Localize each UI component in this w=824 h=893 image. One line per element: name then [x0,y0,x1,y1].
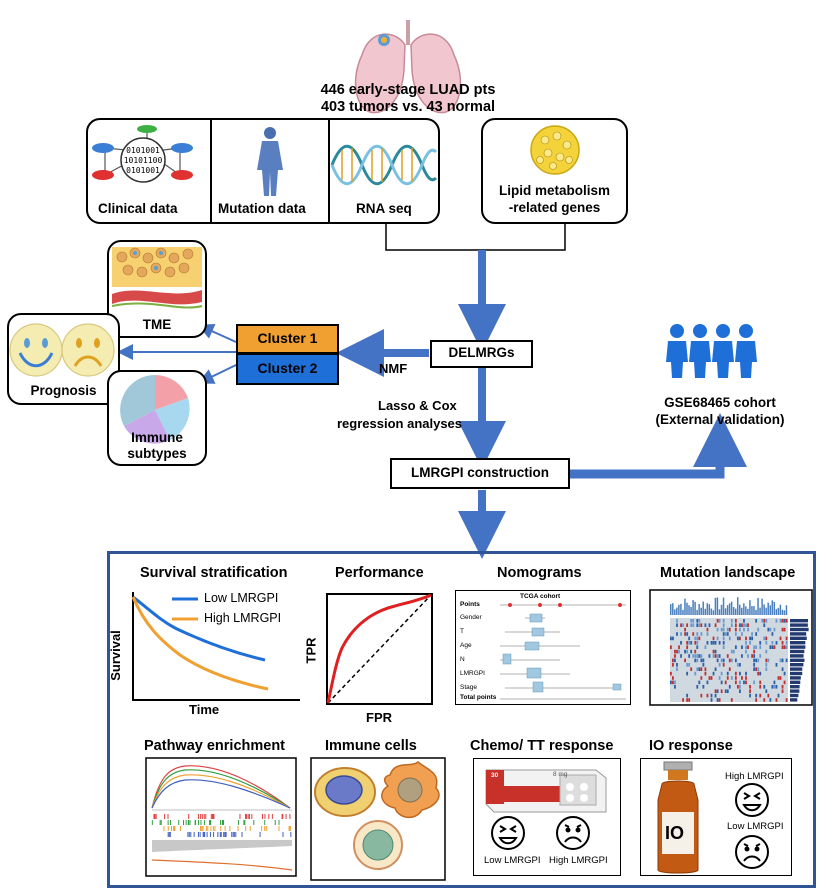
gse-label-1: GSE68465 cohort [664,395,776,410]
cohort-line-1: 446 early-stage LUAD pts [320,82,496,98]
binary-line: 0101001 [126,166,160,175]
io-low-label: Low LMRGPI [727,821,784,832]
nomogram-box [455,590,631,705]
io-high-label: High LMRGPI [725,771,784,782]
lmrgpi-box [390,458,570,489]
nomogram-row-label: Points [460,601,480,608]
survival-title: Survival stratification [140,565,288,581]
lipid-label-1: Lipid metabolism [498,183,610,198]
cluster-2-label: Cluster 2 [257,360,318,376]
mutation-title: Mutation landscape [660,565,796,581]
nomogram-row-label: Age [460,642,472,649]
nomograms-title: Nomograms [497,565,582,581]
survival-y-label: Survival [107,630,123,681]
mutation-data-label: Mutation data [218,201,306,216]
nomogram-row-label: T [460,628,464,635]
io-title: IO response [649,738,733,754]
nomogram-row-label: LMRGPI [460,670,485,677]
survival-legend-high: High LMRGPI [204,611,282,625]
binary-line: 0101001 [126,146,160,155]
tpr-label: TPR [303,637,319,664]
tme-label: TME [142,317,172,332]
nomogram-row-label: N [460,656,465,663]
lmrgpi-label: LMRGPI construction [411,465,549,480]
pathway-title: Pathway enrichment [144,738,286,754]
results-frame [107,551,816,888]
lasso-label-1: Lasso & Cox [378,398,457,413]
lasso-label-2: regression analyses [337,416,463,431]
chemo-title: Chemo/ TT response [470,738,614,754]
chemo-high-label: High LMRGPI [549,855,608,866]
lipid-label-2: -related genes [508,200,601,215]
immune-cells-title: Immune cells [325,738,417,754]
roc-box [326,593,433,705]
fpr-label: FPR [366,710,392,725]
immune-subtypes-label-1: Immune [131,430,183,445]
io-vial-label: IO [665,823,685,843]
survival-legend-low: Low LMRGPI [204,591,279,605]
delmrgs-label: DELMRGs [448,345,515,360]
delmrgs-box [430,340,533,368]
cluster-2-box [236,353,339,385]
cluster-1-label: Cluster 1 [257,330,318,346]
nmf-label: NMF [379,361,408,376]
survival-x-label: Time [189,702,220,717]
rnaseq-label: RNA seq [356,201,412,216]
cohort-line-2: 403 tumors vs. 43 normal [320,99,496,115]
nomogram-cohort-label: TCGA cohort [520,593,561,600]
drug-count: 30 [491,772,499,779]
gse-label-2: (External validation) [655,412,785,427]
immune-subtypes-label-2: subtypes [127,446,187,461]
divider [210,120,212,222]
binary-line: 10101100 [123,156,163,165]
nomogram-row-label: Stage [460,684,477,691]
drug-dose: 8 mg [553,771,568,778]
nomogram-row-label: Gender [460,614,482,621]
nomogram-row-label: Total points [460,694,497,701]
divider [328,120,330,222]
chemo-low-label: Low LMRGPI [484,855,541,866]
prognosis-label: Prognosis [30,383,97,398]
performance-title: Performance [335,565,424,581]
clinical-data-label: Clinical data [98,201,178,216]
